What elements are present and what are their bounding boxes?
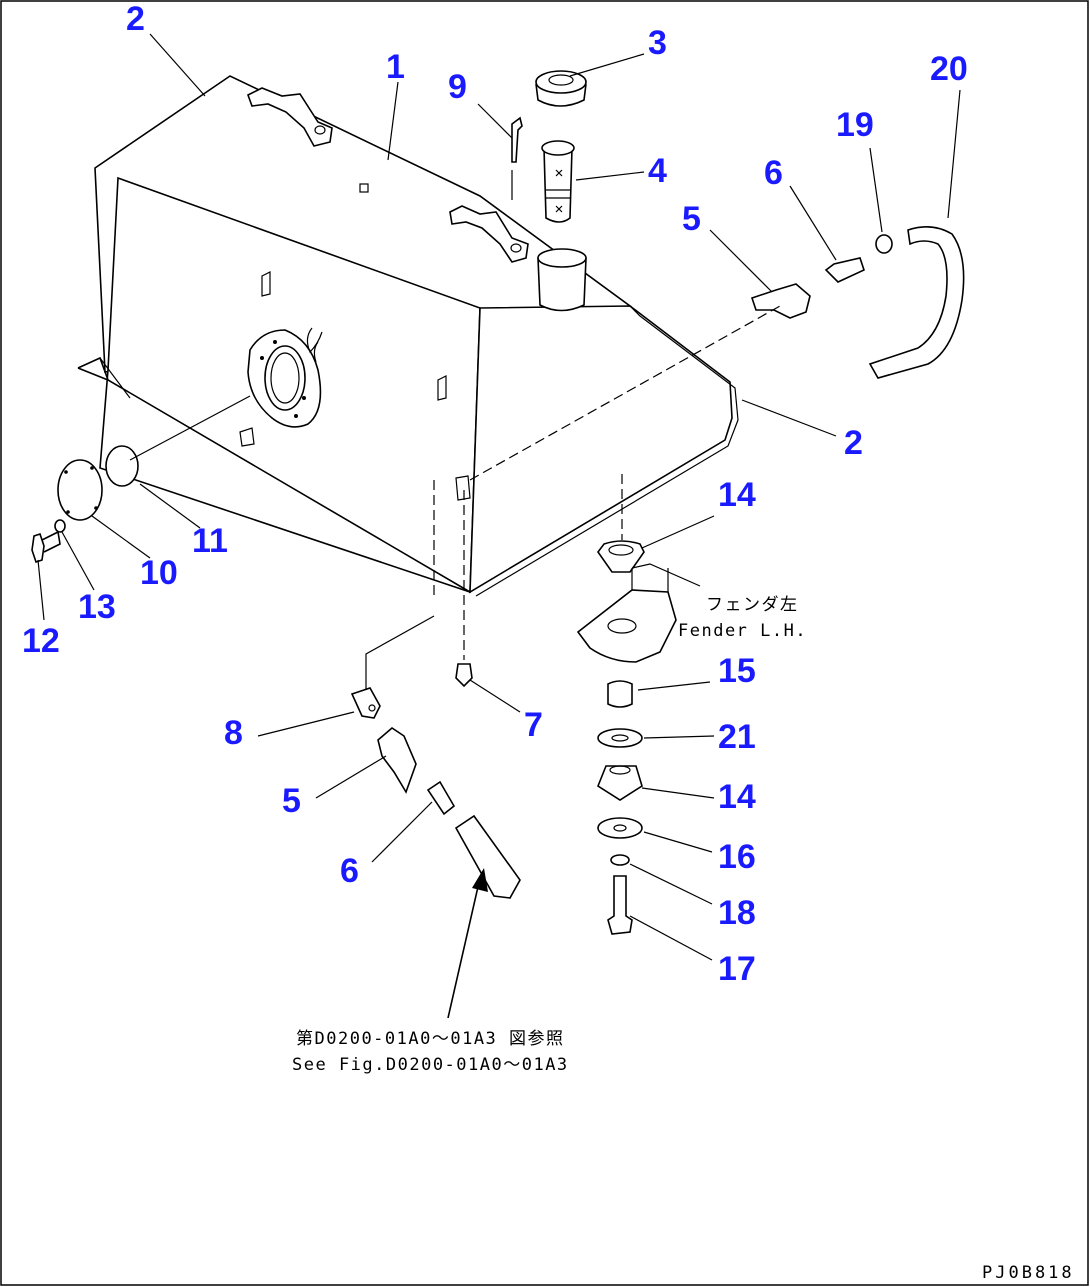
drain-hose-stub bbox=[454, 814, 521, 899]
callout-1: 1 bbox=[386, 48, 405, 86]
part-9-level-gauge bbox=[511, 116, 523, 163]
part-7-plug bbox=[455, 663, 473, 688]
callout-2: 2 bbox=[844, 424, 863, 462]
part-8-leader-path bbox=[365, 615, 435, 690]
callout-17: 17 bbox=[718, 950, 756, 988]
part-21-washer bbox=[597, 728, 643, 748]
reference-note-jp: 第D0200-01A0～01A3 図参照 bbox=[296, 1029, 565, 1049]
part-17-bolt bbox=[607, 875, 633, 935]
reference-note-en: See Fig.D0200-01A0～01A3 bbox=[292, 1055, 569, 1075]
part-8-elbow bbox=[350, 687, 381, 719]
callout-9: 9 bbox=[448, 68, 467, 106]
part-5-drain-valve-upper bbox=[750, 283, 811, 319]
part-6-nipple-upper bbox=[824, 257, 865, 283]
callout-3: 3 bbox=[648, 24, 667, 62]
callout-2: 2 bbox=[126, 0, 145, 38]
tank-drain-boss bbox=[455, 475, 471, 501]
callout-8: 8 bbox=[224, 714, 243, 752]
callout-21: 21 bbox=[718, 718, 756, 756]
part-5-drain-valve-lower bbox=[377, 726, 417, 794]
callout-11: 11 bbox=[192, 522, 228, 560]
sheet-id: PJ0B818 bbox=[982, 1263, 1075, 1283]
part-11-gasket bbox=[105, 445, 139, 487]
callout-14: 14 bbox=[718, 476, 756, 514]
part-19-clamp bbox=[875, 234, 893, 254]
part-13-washer bbox=[54, 519, 66, 533]
callout-16: 16 bbox=[718, 838, 756, 876]
part-4-strainer bbox=[541, 140, 575, 223]
part-18-spring-washer bbox=[610, 854, 630, 866]
part-6-nipple-lower bbox=[426, 780, 456, 816]
callout-6: 6 bbox=[340, 852, 359, 890]
callout-7: 7 bbox=[524, 706, 543, 744]
part-16-plate bbox=[597, 817, 643, 839]
part-10-cover-plate bbox=[57, 459, 103, 521]
callout-15: 15 bbox=[718, 652, 756, 690]
part-15-collar bbox=[607, 680, 633, 708]
tank-inspection-flange bbox=[247, 327, 323, 428]
callout-5: 5 bbox=[282, 782, 301, 820]
callout-5: 5 bbox=[682, 200, 701, 238]
callout-4: 4 bbox=[648, 152, 667, 190]
callout-18: 18 bbox=[718, 894, 756, 932]
callout-12: 12 bbox=[22, 622, 60, 660]
callout-6: 6 bbox=[764, 154, 783, 192]
part-20-hose bbox=[868, 226, 965, 379]
fender-note-en: Fender L.H. bbox=[678, 621, 807, 641]
part-8-bore bbox=[368, 704, 376, 712]
part-14-upper-bore bbox=[608, 544, 634, 556]
fuel-tank bbox=[77, 75, 739, 597]
fender-lh-bracket bbox=[576, 563, 701, 663]
part-21-bore bbox=[611, 734, 629, 742]
part-14-lower-bore bbox=[609, 765, 631, 775]
part-3-filler-cap bbox=[535, 70, 587, 107]
fender-note-jp: フェンダ左 bbox=[706, 595, 799, 615]
callout-labels: 2 1 9 3 20 19 4 6 5 2 14 11 10 13 12 15 … bbox=[22, 0, 968, 988]
callout-10: 10 bbox=[140, 554, 178, 592]
leader-lines bbox=[37, 33, 961, 961]
part-16-bore bbox=[613, 824, 627, 832]
callout-20: 20 bbox=[930, 50, 968, 88]
callout-19: 19 bbox=[836, 106, 874, 144]
callout-14: 14 bbox=[718, 778, 756, 816]
callout-13: 13 bbox=[78, 588, 116, 626]
reference-arrow-shaft bbox=[447, 877, 481, 1019]
part-12-bolt bbox=[31, 530, 61, 564]
reference-arrow-head bbox=[472, 868, 488, 892]
part-14-mount-rubber-lower bbox=[597, 765, 643, 801]
